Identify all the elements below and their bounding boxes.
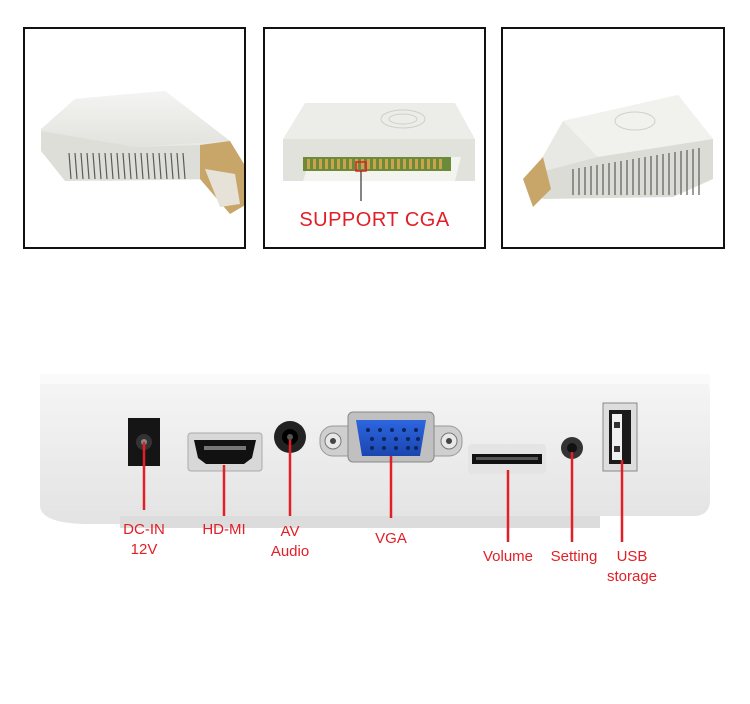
photo-panel-left-view bbox=[23, 27, 246, 249]
usb-label-line2: storage bbox=[606, 568, 658, 585]
dc-in-label: DC-IN 12V bbox=[114, 520, 174, 560]
vga-label: VGA bbox=[375, 530, 407, 547]
usb-port bbox=[602, 402, 638, 472]
volume-slot bbox=[468, 444, 546, 474]
vga-port bbox=[319, 411, 463, 463]
device-rear-panel-image bbox=[40, 374, 710, 542]
hdmi-port bbox=[187, 432, 263, 472]
usb-storage-label: USB storage bbox=[600, 547, 664, 587]
device-left-angle-image bbox=[41, 91, 244, 214]
device-right-angle-image bbox=[523, 95, 713, 207]
photo-panel-front-view: SUPPORT CGA bbox=[263, 27, 486, 249]
av-label-line1: AV bbox=[280, 523, 300, 540]
support-cga-label: SUPPORT CGA bbox=[299, 209, 450, 231]
volume-label: Volume bbox=[482, 548, 534, 565]
av-label-line2: Audio bbox=[270, 543, 310, 560]
setting-button-hole bbox=[561, 437, 583, 459]
device-front-edge-image bbox=[283, 103, 475, 201]
dc-in-label-line1: DC-IN bbox=[123, 521, 165, 538]
annotation-pointers bbox=[142, 440, 624, 542]
dc-in-label-line2: 12V bbox=[130, 541, 158, 558]
hdmi-label: HD-MI bbox=[202, 521, 246, 538]
usb-label-line1: USB bbox=[616, 548, 648, 565]
photo-panel-right-view bbox=[501, 27, 725, 249]
av-audio-label: AV Audio bbox=[260, 522, 320, 562]
setting-label: Setting bbox=[550, 548, 598, 565]
av-audio-port bbox=[274, 421, 306, 453]
